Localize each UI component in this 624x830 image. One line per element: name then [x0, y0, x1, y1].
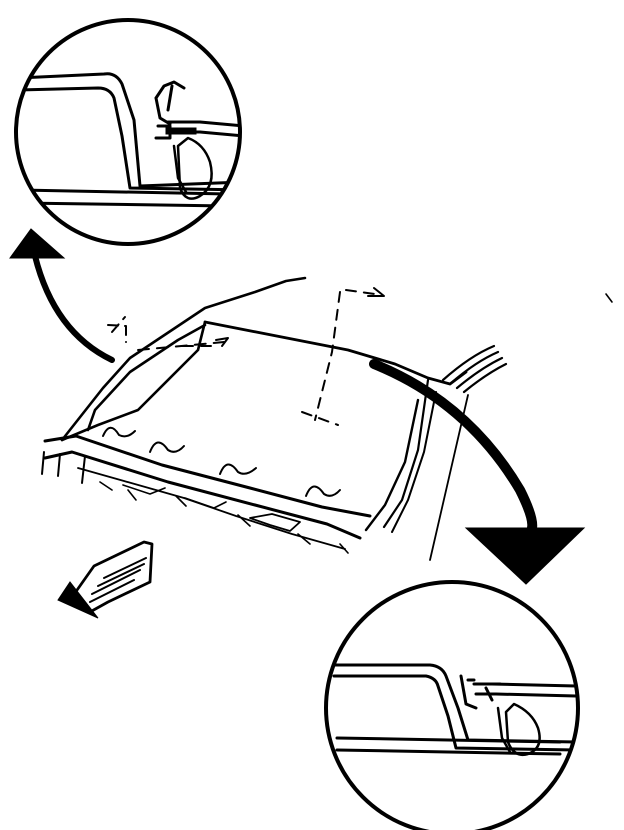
dashed-marker-center — [137, 341, 225, 351]
front-arrow-outline — [68, 540, 154, 614]
dashed-marker-bottom — [301, 411, 339, 426]
front-arrow-tip — [57, 581, 99, 619]
upper-seal-inner — [172, 144, 188, 194]
upper-panel-outline — [16, 72, 240, 188]
cowl-lower-hatching — [99, 481, 349, 554]
dashed-marker-left — [107, 316, 127, 343]
upper-detail-callout — [14, 18, 242, 246]
dashed-marker-right — [314, 289, 376, 421]
roof-left-edge — [60, 276, 307, 442]
roof-rib-3 — [455, 356, 504, 390]
lower-base-line-1 — [335, 736, 562, 744]
windshield-right-edge — [364, 398, 420, 532]
lower-detail-callout — [324, 580, 580, 830]
lower-arrow-head — [464, 527, 586, 585]
upper-callout-circle — [14, 18, 242, 246]
lower-seal-inner — [496, 706, 512, 754]
lower-glass-edge — [472, 682, 578, 698]
front-direction-arrow — [57, 540, 154, 619]
upper-base-line-1 — [18, 188, 230, 196]
upper-base-line-2 — [18, 201, 230, 208]
lower-arrow-shaft — [369, 359, 538, 533]
front-arrow-hatching — [89, 557, 147, 603]
lower-callout-circle — [324, 580, 580, 830]
upper-arrow-head — [9, 228, 66, 259]
upper-arrow-shaft — [32, 253, 115, 363]
windshield-clip-row — [102, 426, 341, 497]
windshield-clip-2 — [149, 441, 185, 453]
wiper-pivot-cover — [249, 513, 301, 532]
lower-clip-bracket — [459, 674, 502, 710]
cowl-lower-edge — [43, 450, 362, 540]
stray-mark-right — [605, 293, 613, 303]
windshield-clip-4 — [305, 485, 341, 497]
lower-panel-inner-outline — [332, 674, 578, 752]
upper-seal-bead — [176, 136, 213, 200]
vent-slot-left — [122, 484, 166, 495]
a-pillar-right — [382, 378, 430, 529]
roof-rib-2 — [448, 350, 500, 386]
windshield-clip-1 — [102, 426, 136, 438]
upper-panel-inner-outline — [16, 86, 240, 192]
lower-base-line-2 — [335, 748, 562, 756]
dashed-arrow-head-right — [367, 287, 385, 297]
vent-slot-center — [184, 497, 227, 509]
windshield-clip-3 — [219, 463, 257, 475]
cowl-upper-edge — [43, 434, 372, 518]
cowl-bottom-rail — [77, 467, 346, 550]
upper-clip-fill — [165, 127, 197, 135]
upper-clip-bracket — [154, 80, 186, 126]
windshield-left-pillar — [60, 320, 207, 442]
roof-rib-1 — [441, 344, 496, 382]
dashed-arrow-head-center — [215, 337, 229, 347]
roof-rib-4 — [462, 362, 508, 394]
lower-curved-arrow — [369, 359, 586, 585]
a-pillar-right-inner — [391, 391, 437, 533]
windshield-inner-left — [86, 323, 207, 432]
lower-seal-bead — [504, 702, 541, 756]
lower-panel-outline — [332, 663, 578, 744]
upper-curved-arrow — [9, 228, 115, 363]
